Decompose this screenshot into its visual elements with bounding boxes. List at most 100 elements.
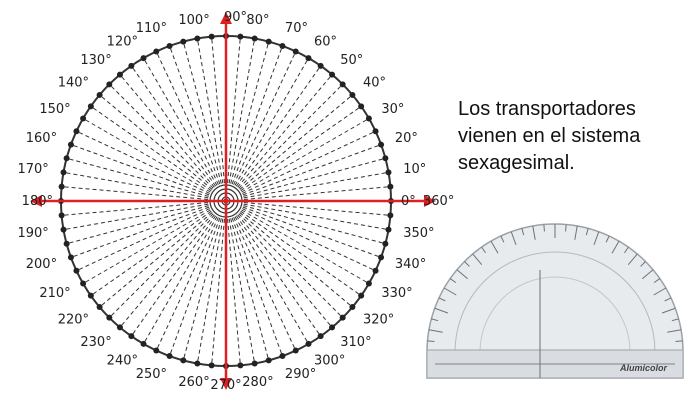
degree-label: 200° xyxy=(26,257,57,272)
tick-dot xyxy=(87,103,94,110)
semicircle-tick xyxy=(456,269,468,280)
spoke-line xyxy=(70,144,210,196)
spoke-line xyxy=(233,217,297,351)
semicircle-protractor-inner-arc xyxy=(454,251,656,353)
tick-dot xyxy=(96,304,103,311)
degree-label: 70° xyxy=(285,21,308,36)
semicircle-tick xyxy=(642,269,654,280)
tick-dot xyxy=(116,324,123,331)
degree-label: 140° xyxy=(58,76,89,91)
spoke-line xyxy=(90,105,212,192)
degree-label: 0° xyxy=(401,194,416,209)
semicircle-tick xyxy=(667,329,682,333)
tick-dot xyxy=(329,324,336,331)
tick-dot xyxy=(153,347,160,354)
tick-dot xyxy=(251,360,258,367)
semicircle-tick xyxy=(623,246,629,254)
degree-label: 270° xyxy=(210,378,241,393)
spoke-line xyxy=(143,216,218,345)
tick-dot xyxy=(58,183,65,190)
caption-line-2: vienen en el sistema xyxy=(458,125,641,147)
tick-dot xyxy=(387,183,394,190)
semicircle-tick xyxy=(543,224,545,232)
spoke-line xyxy=(119,74,215,188)
spoke-line xyxy=(230,41,270,184)
tick-dot xyxy=(237,33,244,40)
axis-arrow-right xyxy=(424,195,436,207)
tick-dot xyxy=(378,141,385,148)
tick-dot xyxy=(128,62,135,69)
spoke-line xyxy=(211,36,225,184)
degree-label: 320° xyxy=(363,312,394,327)
spoke-line xyxy=(241,209,370,284)
tick-dot xyxy=(106,81,113,88)
spoke-line xyxy=(66,205,209,245)
tick-dot xyxy=(365,115,372,122)
semicircle-tick xyxy=(640,261,646,267)
semicircle-tick xyxy=(443,287,457,296)
axis-arrow-down xyxy=(220,378,232,390)
semicircle-protractor-brand: Alumicolor xyxy=(619,363,668,373)
spoke-line xyxy=(63,203,209,231)
caption-text: Los transportadores vienen en el sistema… xyxy=(458,96,686,177)
spoke-line xyxy=(130,215,217,337)
degree-label: 50° xyxy=(340,53,363,68)
spoke-line xyxy=(241,118,370,193)
semicircle-tick xyxy=(653,287,667,296)
spoke-line xyxy=(235,65,322,187)
degree-label: 30° xyxy=(381,102,404,117)
tick-dot xyxy=(279,42,286,49)
tick-dot xyxy=(251,35,258,42)
spoke-line xyxy=(155,217,219,351)
degree-label: 150° xyxy=(39,102,70,117)
spoke-line xyxy=(228,38,256,184)
spoke-line xyxy=(242,130,376,194)
spoke-line xyxy=(182,41,222,184)
spoke-line xyxy=(108,83,214,189)
spoke-line xyxy=(228,218,256,364)
protractor-tick-dots xyxy=(58,33,394,369)
tick-dot xyxy=(265,357,272,364)
tick-dot xyxy=(317,333,324,340)
semicircle-tick xyxy=(611,240,620,254)
spoke-line xyxy=(231,45,283,185)
spoke-line xyxy=(243,157,386,197)
spoke-line xyxy=(242,208,376,272)
semicircle-tick xyxy=(438,297,446,302)
tick-dot xyxy=(67,254,74,261)
semicircle-protractor-inner-arc-2 xyxy=(479,276,631,353)
semicircle-tick xyxy=(653,278,661,284)
tick-dot xyxy=(279,353,286,360)
degree-label: 60° xyxy=(314,35,337,50)
tick-dot xyxy=(63,240,70,247)
tick-dot xyxy=(292,48,299,55)
spoke-line xyxy=(240,105,362,192)
tick-dot xyxy=(265,38,272,45)
spoke-line xyxy=(211,218,225,366)
degree-label: 340° xyxy=(395,257,426,272)
spoke-line xyxy=(76,208,210,272)
tick-dot xyxy=(339,314,346,321)
tick-dot xyxy=(237,362,244,369)
spoke-line xyxy=(99,94,213,190)
axis-arrow-left xyxy=(30,195,42,207)
degree-label: 40° xyxy=(363,76,386,91)
tick-dot xyxy=(329,71,336,78)
tick-dot xyxy=(73,128,80,135)
spoke-line xyxy=(242,206,382,258)
semicircle-tick xyxy=(500,235,505,243)
semicircle-tick xyxy=(574,225,578,240)
degree-label: 120° xyxy=(107,35,138,50)
semicircle-tick xyxy=(434,307,449,314)
protractor-degree-labels: 0°10°20°30°40°50°60°70°80°90°100°110°120… xyxy=(17,10,454,393)
tick-dot xyxy=(80,115,87,122)
semicircle-tick xyxy=(490,240,499,254)
degree-label: 10° xyxy=(403,162,426,177)
spoke-line xyxy=(143,57,218,186)
semicircle-tick xyxy=(472,253,483,265)
spoke-line xyxy=(61,186,209,200)
spoke-line xyxy=(63,171,209,199)
degree-label: 300° xyxy=(314,353,345,368)
spoke-line xyxy=(82,209,211,284)
